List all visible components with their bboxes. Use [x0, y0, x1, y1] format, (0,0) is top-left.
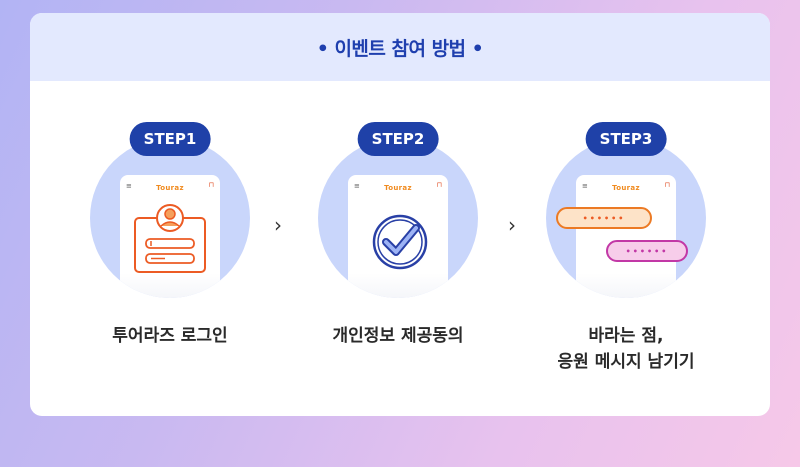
step-2: STEP2 ≡ Touraz ⊓ 개인정보 제공동의: [308, 13, 488, 416]
step-badge: STEP1: [129, 122, 211, 156]
menu-icon: ≡: [582, 182, 588, 190]
step-1: STEP1 ≡ Touraz ⊓ 투어라즈 로그인: [80, 13, 260, 416]
check-circle-icon: [372, 214, 428, 270]
menu-icon: ≡: [126, 182, 132, 190]
step-label-line-2: 응원 메시지 남기기: [557, 352, 695, 372]
lock-icon: ⊓: [664, 181, 670, 189]
page-title: • 이벤트 참여 방법 •: [316, 37, 484, 60]
card-header: • 이벤트 참여 방법 •: [30, 13, 770, 81]
chevron-right-icon: ›: [274, 213, 282, 237]
step-label: 바라는 점, 응원 메시지 남기기: [536, 323, 716, 375]
brand-logo: Touraz: [384, 184, 412, 192]
step-illustration: ≡ Touraz ⊓: [318, 138, 478, 298]
chat-bubble-orange: ••••••: [556, 207, 652, 229]
event-card: • 이벤트 참여 방법 • STEP1 ≡ Touraz ⊓ 투어라즈 로그인 …: [30, 13, 770, 416]
phone-mockup: ≡ Touraz ⊓: [576, 175, 676, 298]
brand-logo: Touraz: [156, 184, 184, 192]
lock-icon: ⊓: [208, 181, 214, 189]
step-label: 투어라즈 로그인: [112, 326, 228, 346]
step-label-line-1: 바라는 점,: [588, 326, 664, 346]
step-illustration: ≡ Touraz ⊓ •••••• ••••••: [546, 138, 706, 298]
menu-icon: ≡: [354, 182, 360, 190]
step-label: 개인정보 제공동의: [332, 326, 464, 346]
brand-logo: Touraz: [612, 184, 640, 192]
chat-bubble-pink: ••••••: [606, 240, 688, 262]
step-badge: STEP3: [585, 122, 667, 156]
step-badge: STEP2: [357, 122, 439, 156]
chevron-right-icon: ›: [508, 213, 516, 237]
user-login-form-icon: [134, 204, 206, 273]
step-3: STEP3 ≡ Touraz ⊓ •••••• •••••• 바라는 점, 응원…: [536, 13, 716, 416]
lock-icon: ⊓: [436, 181, 442, 189]
step-illustration: ≡ Touraz ⊓: [90, 138, 250, 298]
